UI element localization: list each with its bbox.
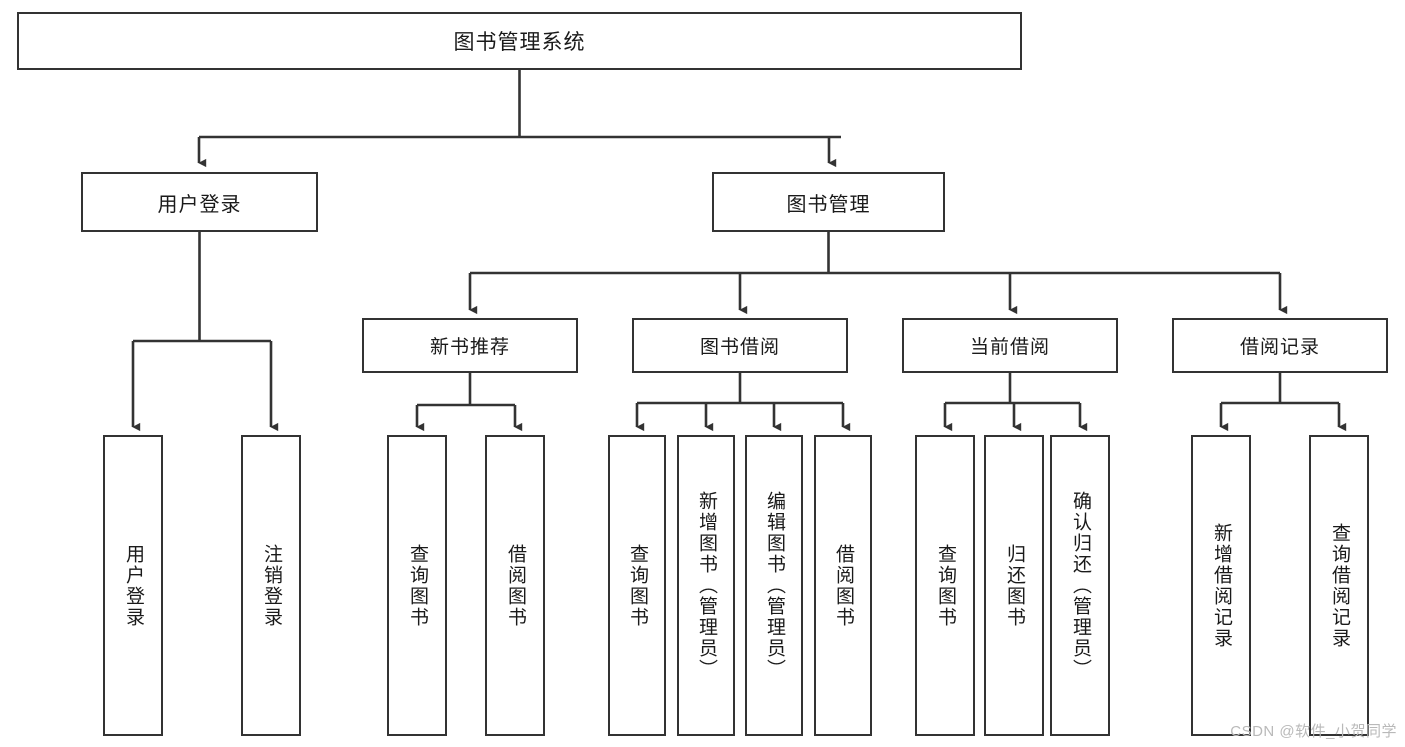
node-borrow-record[interactable]: 借阅记录 <box>1172 318 1388 373</box>
node-book-management[interactable]: 图书管理 <box>712 172 945 232</box>
leaf-current-return-book[interactable]: 归还图书 <box>984 435 1044 736</box>
leaf-user-login-signin[interactable]: 用户登录 <box>103 435 163 736</box>
node-root-system[interactable]: 图书管理系统 <box>17 12 1022 70</box>
leaf-current-query-book-label: 查询图书 <box>934 543 956 628</box>
leaf-current-query-book[interactable]: 查询图书 <box>915 435 975 736</box>
leaf-borrow-borrow-book-label: 借阅图书 <box>832 543 854 628</box>
leaf-recommend-query-book[interactable]: 查询图书 <box>387 435 447 736</box>
leaf-borrow-query-book[interactable]: 查询图书 <box>608 435 666 736</box>
leaf-current-return-book-label: 归还图书 <box>1003 543 1025 628</box>
leaf-borrow-query-book-label: 查询图书 <box>626 543 648 628</box>
leaf-borrow-add-book[interactable]: 新增图书（管理员） <box>677 435 735 736</box>
node-user-login-label: 用户登录 <box>157 193 242 216</box>
leaf-current-confirm-return[interactable]: 确认归还（管理员） <box>1050 435 1110 736</box>
node-book-borrow[interactable]: 图书借阅 <box>632 318 848 373</box>
node-book-management-label: 图书管理 <box>786 193 871 216</box>
node-new-book-recommend[interactable]: 新书推荐 <box>362 318 578 373</box>
leaf-user-login-signout[interactable]: 注销登录 <box>241 435 301 736</box>
leaf-borrow-borrow-book[interactable]: 借阅图书 <box>814 435 872 736</box>
leaf-borrow-edit-book[interactable]: 编辑图书（管理员） <box>745 435 803 736</box>
leaf-recommend-borrow-book-label: 借阅图书 <box>504 543 526 628</box>
node-borrow-record-label: 借阅记录 <box>1239 337 1320 358</box>
leaf-record-add-record[interactable]: 新增借阅记录 <box>1191 435 1251 736</box>
leaf-user-login-signin-label: 用户登录 <box>122 543 144 628</box>
leaf-current-confirm-return-label: 确认归还（管理员） <box>1069 491 1091 680</box>
node-user-login[interactable]: 用户登录 <box>81 172 318 232</box>
node-current-borrow-label: 当前借阅 <box>969 337 1050 358</box>
leaf-user-login-signout-label: 注销登录 <box>260 543 282 628</box>
leaf-record-add-record-label: 新增借阅记录 <box>1210 522 1232 649</box>
node-current-borrow[interactable]: 当前借阅 <box>902 318 1118 373</box>
node-new-book-recommend-label: 新书推荐 <box>429 337 510 358</box>
leaf-record-query-record-label: 查询借阅记录 <box>1328 522 1350 649</box>
leaf-recommend-borrow-book[interactable]: 借阅图书 <box>485 435 545 736</box>
leaf-recommend-query-book-label: 查询图书 <box>406 543 428 628</box>
leaf-record-query-record[interactable]: 查询借阅记录 <box>1309 435 1369 736</box>
node-root-label: 图书管理系统 <box>453 31 586 54</box>
leaf-borrow-add-book-label: 新增图书（管理员） <box>695 491 717 680</box>
csdn-watermark: CSDN @软件_小贺同学 <box>1230 723 1397 740</box>
leaf-borrow-edit-book-label: 编辑图书（管理员） <box>763 491 785 680</box>
node-book-borrow-label: 图书借阅 <box>699 337 780 358</box>
